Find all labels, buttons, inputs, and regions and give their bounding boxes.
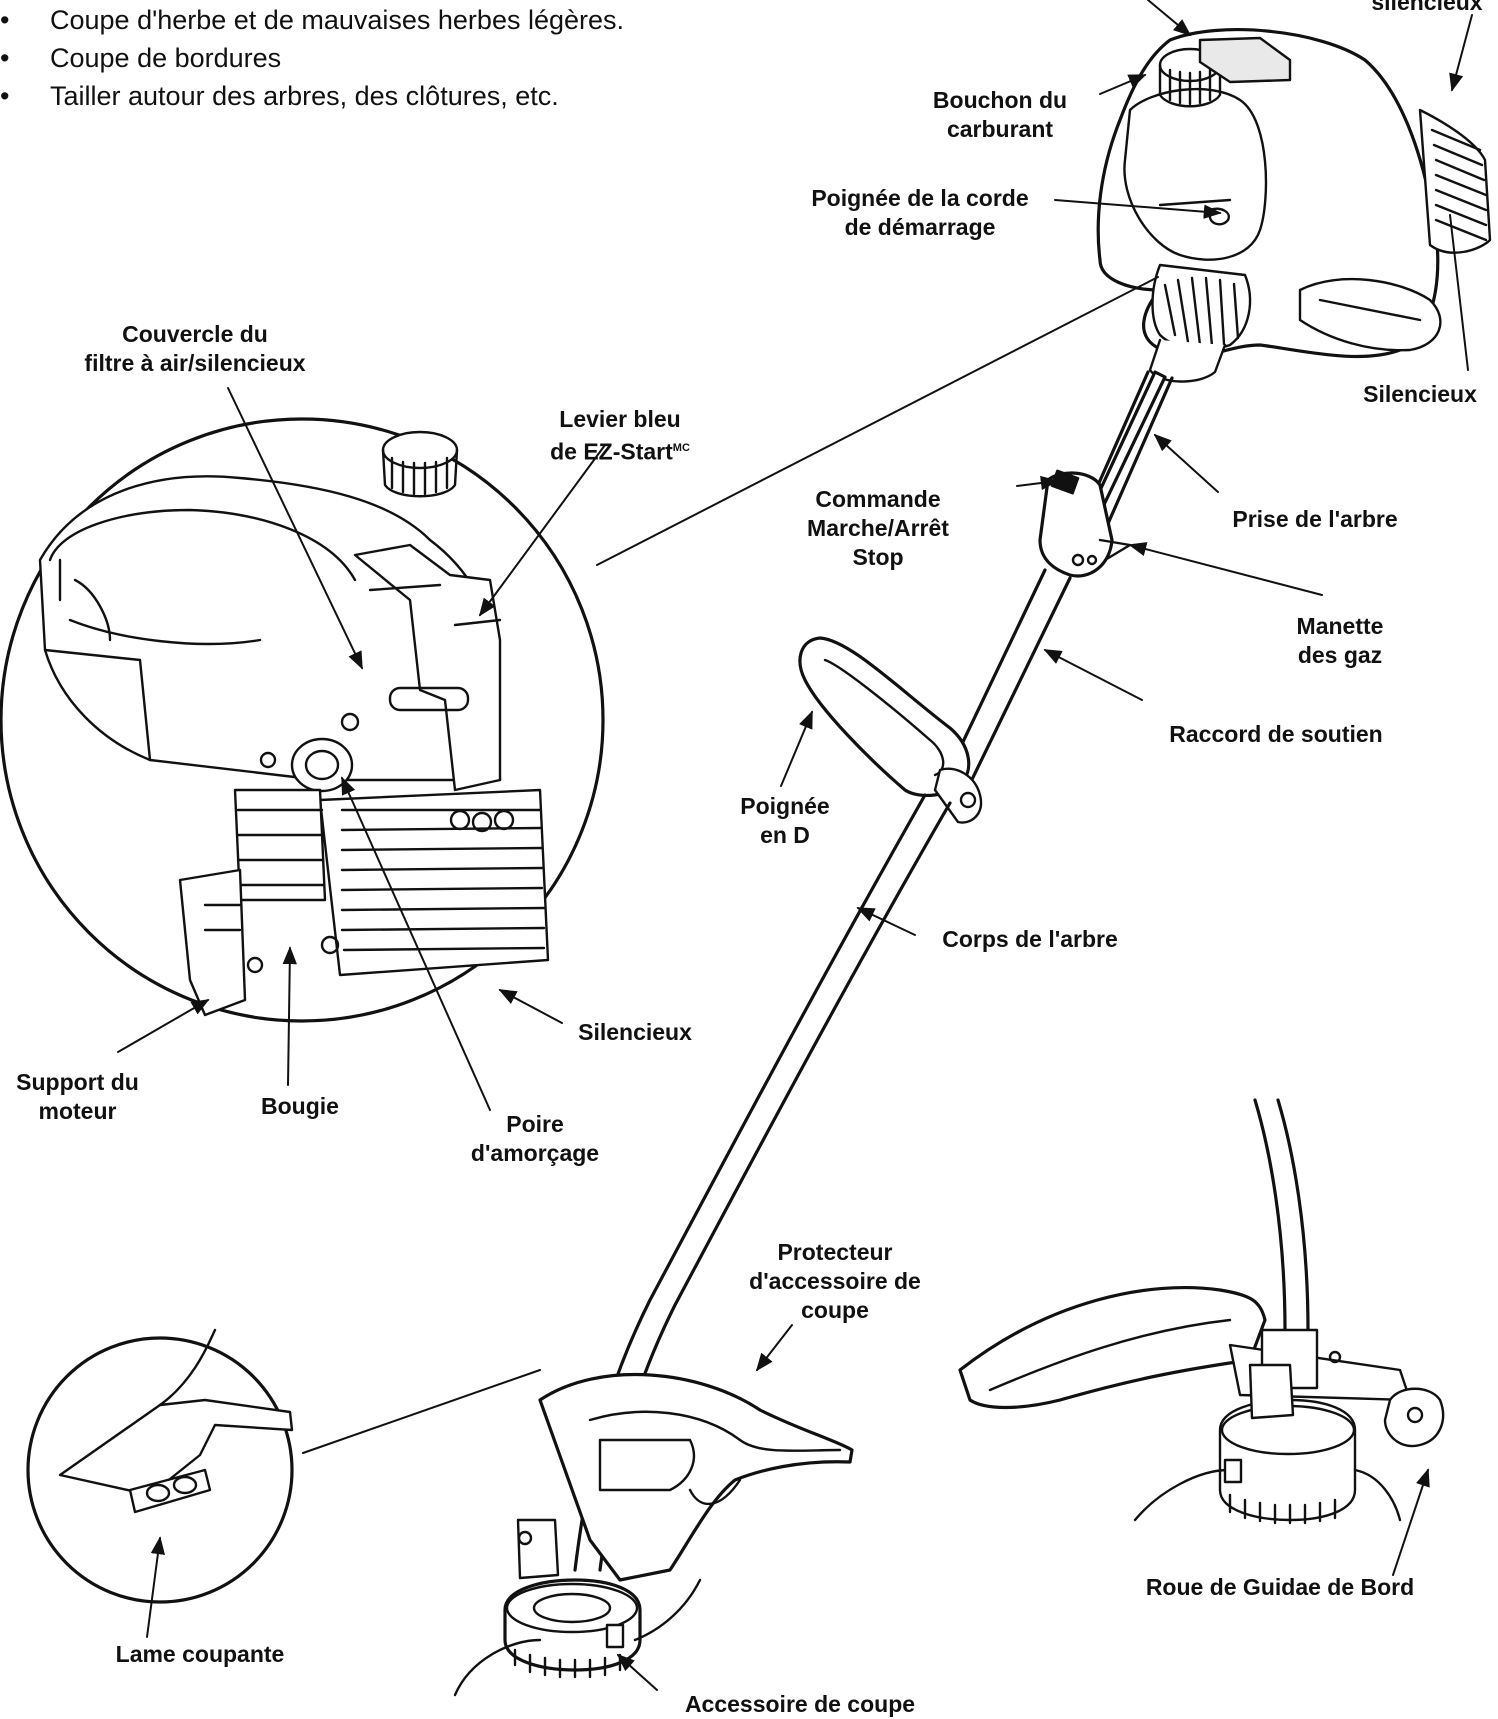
label-levier-sup: MC	[672, 442, 690, 454]
shaft-illustration	[573, 370, 1174, 1572]
label-accessoire-coupe: Accessoire de coupe	[684, 1691, 916, 1717]
label-levier-ez-start: Levier bleu de EZ-StartMC	[520, 405, 720, 467]
label-couvercle-filtre: Couvercle du filtre à air/silencieux	[84, 321, 306, 376]
guard-head-illustration	[453, 1372, 854, 1697]
engine-head-illustration	[1096, 28, 1492, 383]
label-prise-arbre: Prise de l'arbre	[1232, 506, 1398, 532]
label-commande-marche-arret: Commande Marche/Arrêt Stop	[807, 486, 949, 570]
blade-detail-circle	[26, 1328, 541, 1604]
label-support-moteur: Support du moteur	[16, 1069, 139, 1124]
label-protecteur-accessoire: Protecteur d'accessoire de coupe	[749, 1239, 921, 1323]
label-poignee-en-d: Poignée en D	[740, 793, 830, 848]
bullet-icon: •	[0, 5, 10, 35]
label-manette-gaz: Manette des gaz	[1296, 613, 1384, 668]
label-silencieux-right: Silencieux	[1363, 381, 1477, 407]
label-silencieux-mid: Silencieux	[578, 1019, 692, 1045]
bullet-text: Tailler autour des arbres, des clôtures,…	[50, 81, 559, 111]
label-levier-text: Levier bleu de EZ-Start	[550, 406, 681, 465]
label-raccord-soutien: Raccord de soutien	[1169, 721, 1383, 747]
bullet-icon: •	[0, 43, 10, 73]
edge-guide-illustration	[958, 1098, 1445, 1525]
label-bouchon-carburant: Bouchon du carburant	[932, 87, 1068, 142]
bullet-icon: •	[0, 81, 10, 111]
label-bougie: Bougie	[261, 1093, 339, 1119]
label-corps-arbre: Corps de l'arbre	[942, 926, 1118, 952]
label-lame-coupante: Lame coupante	[115, 1641, 285, 1667]
engine-detail-circle	[0, 276, 1159, 1023]
bullet-text: Coupe d'herbe et de mauvaises herbes lég…	[50, 5, 625, 35]
bullet-text: Coupe de bordures	[50, 43, 282, 73]
label-poignee-corde-demarrage: Poignée de la corde de démarrage	[811, 185, 1029, 240]
label-silencieux-top: silencieux	[1371, 0, 1483, 15]
label-roue-guidage-bord: Roue de Guidae de Bord	[1145, 1574, 1415, 1600]
label-poire-amorcage: Poire d'amorçage	[470, 1111, 600, 1166]
leader-arrows	[117, 0, 1473, 1691]
